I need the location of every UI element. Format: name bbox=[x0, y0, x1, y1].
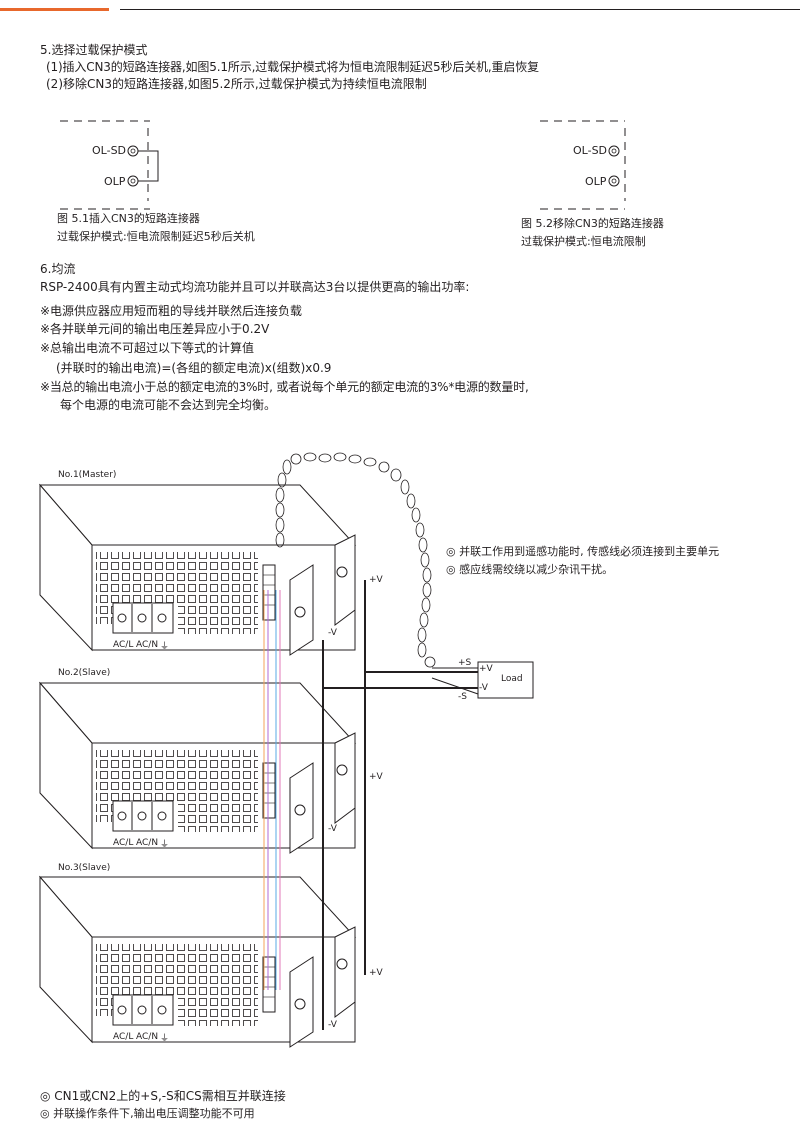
unit2-acn: AC/N bbox=[136, 838, 159, 848]
section6-heading: 6.均流 bbox=[40, 262, 76, 276]
fig51-pin-olp: OLP bbox=[104, 175, 126, 188]
unit2-acl: AC/L bbox=[113, 838, 134, 848]
footer-note1: ◎ CN1或CN2上的+S,-S和CS需相互并联连接 bbox=[40, 1089, 286, 1103]
section5-heading: 5.选择过载保护模式 bbox=[40, 43, 148, 57]
load-plus-s: +S bbox=[458, 658, 472, 668]
fig52-caption-2: 过载保护模式:恒电流限制 bbox=[521, 235, 646, 248]
unit2-gnd: ⏚ bbox=[160, 840, 170, 850]
unit1-plus-v: +V bbox=[369, 575, 383, 585]
load-plus-v: +V bbox=[479, 664, 493, 674]
unit1-acn: AC/N bbox=[136, 640, 159, 650]
section6-bullet4-line1: ※当总的输出电流小于总的额定电流的3%时, 或者说每个单元的额定电流的3%*电源… bbox=[40, 380, 529, 394]
section6-bullet2: ※各并联单元间的输出电压差异应小于0.2V bbox=[40, 322, 270, 336]
unit2-label: No.2(Slave) bbox=[58, 668, 111, 678]
fig52-caption-1: 图 5.2移除CN3的短路连接器 bbox=[521, 217, 664, 230]
load-minus-s: -S bbox=[458, 692, 467, 702]
unit3-acl: AC/L bbox=[113, 1032, 134, 1042]
fig51-pin-olsd: OL-SD bbox=[92, 144, 127, 157]
section6-bullet3: ※总输出电流不可超过以下等式的计算值 bbox=[40, 341, 255, 355]
load-label: Load bbox=[501, 674, 523, 684]
fig51-caption-1: 图 5.1插入CN3的短路连接器 bbox=[57, 212, 200, 225]
fig52-pin-olsd: OL-SD bbox=[573, 144, 608, 157]
unit3-gnd: ⏚ bbox=[160, 1034, 170, 1044]
fig51-caption-2: 过载保护模式:恒电流限制延迟5秒后关机 bbox=[57, 230, 255, 243]
unit3-minus-v: -V bbox=[328, 1020, 337, 1030]
diagram-note1: ◎ 并联工作用到遥感功能时, 传感线必须连接到主要单元 bbox=[446, 545, 720, 558]
unit2-minus-v: -V bbox=[328, 824, 337, 834]
section6-bullet4-line2: 每个电源的电流可能不会达到完全均衡。 bbox=[60, 398, 277, 412]
unit1-acl: AC/L bbox=[113, 640, 134, 650]
footer-note2: ◎ 并联操作条件下,输出电压调整功能不可用 bbox=[40, 1107, 255, 1120]
section6-formula: (并联时的输出电流)=(各组的额定电流)x(组数)x0.9 bbox=[56, 361, 332, 375]
section5-item2: (2)移除CN3的短路连接器,如图5.2所示,过载保护模式为持续恒电流限制 bbox=[46, 77, 427, 91]
load-minus-v: -V bbox=[479, 683, 488, 693]
unit2-plus-v: +V bbox=[369, 772, 383, 782]
unit3-label: No.3(Slave) bbox=[58, 863, 111, 873]
unit1-minus-v: -V bbox=[328, 628, 337, 638]
section6-bullet1: ※电源供应器应用短而粗的导线并联然后连接负载 bbox=[40, 304, 303, 318]
section5-item1: (1)插入CN3的短路连接器,如图5.1所示,过载保护模式将为恒电流限制延迟5秒… bbox=[46, 60, 539, 74]
header-accent-bar bbox=[0, 8, 109, 11]
header-rule bbox=[120, 9, 800, 10]
section6-intro: RSP-2400具有内置主动式均流功能并且可以并联高达3台以提供更高的输出功率: bbox=[40, 280, 470, 294]
unit1-gnd: ⏚ bbox=[160, 642, 170, 652]
unit1-label: No.1(Master) bbox=[58, 470, 117, 480]
unit3-plus-v: +V bbox=[369, 968, 383, 978]
unit3-acn: AC/N bbox=[136, 1032, 159, 1042]
diagram-note2: ◎ 感应线需绞绕以减少杂讯干扰。 bbox=[446, 563, 614, 576]
fig52-pin-olp: OLP bbox=[585, 175, 607, 188]
